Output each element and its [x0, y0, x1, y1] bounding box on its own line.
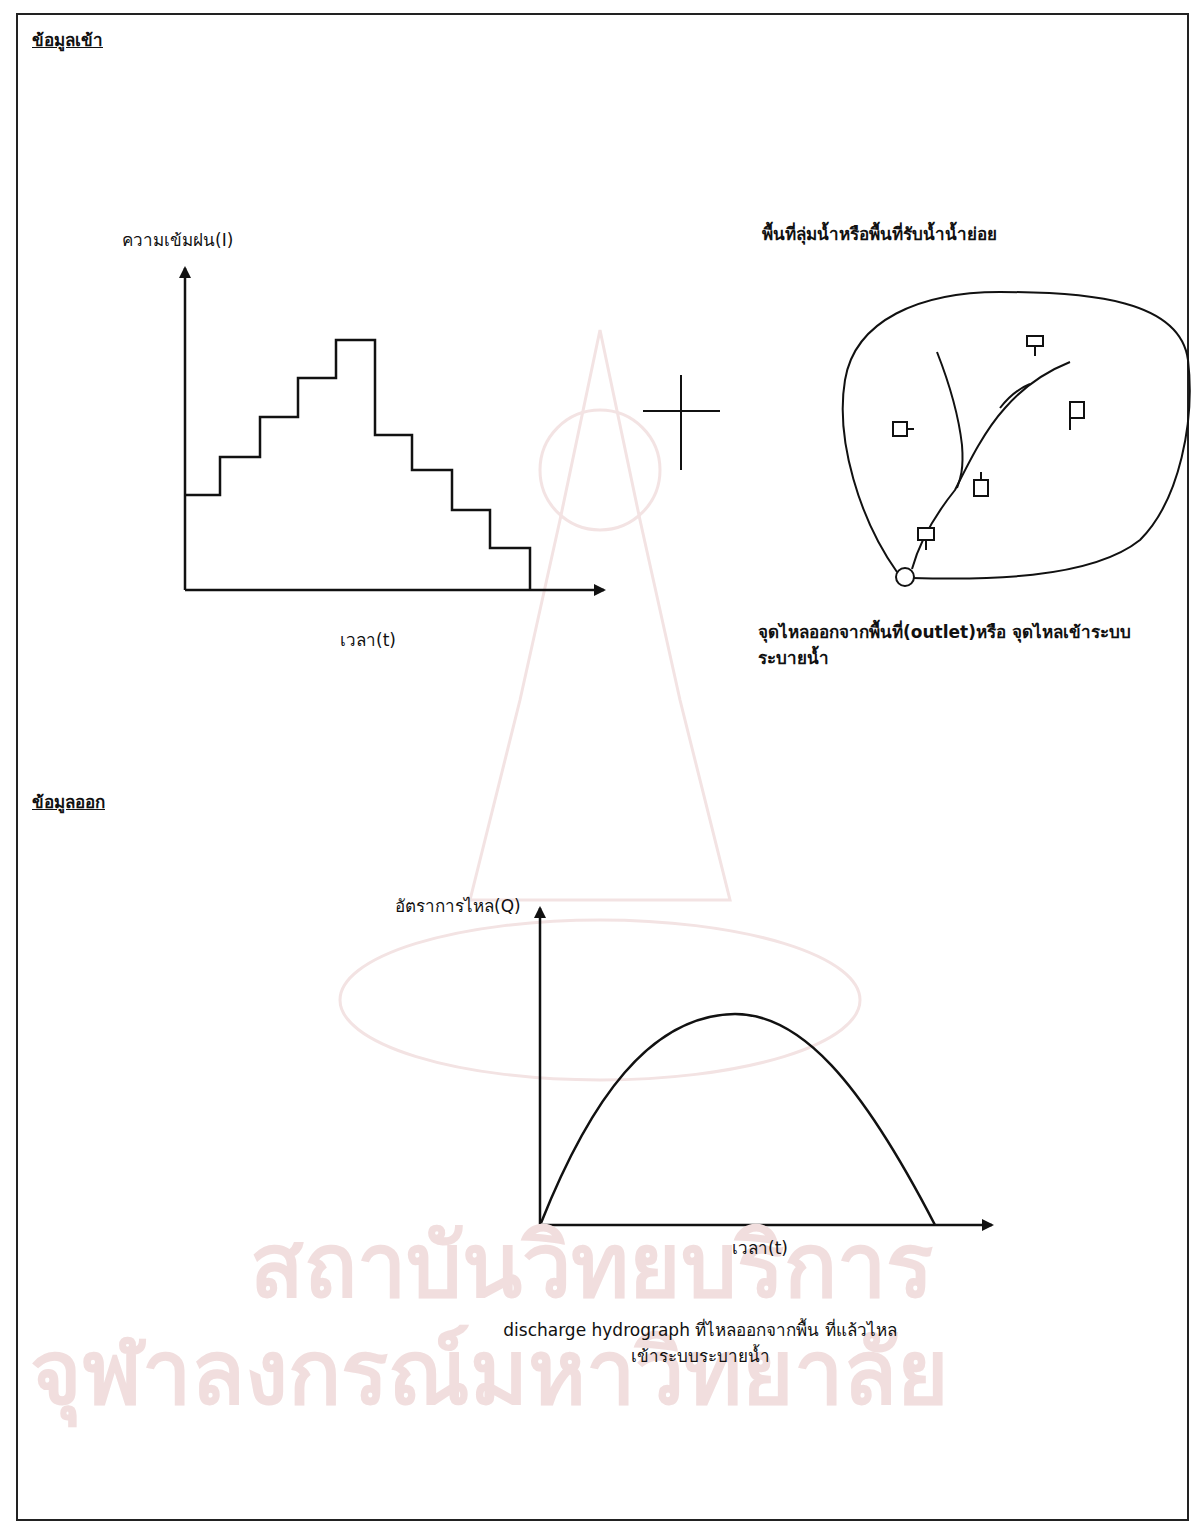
axis-label: อัตราการไหล(Q)	[395, 894, 521, 920]
section-heading: ข้อมูลออก	[32, 790, 105, 816]
crest-watermark	[340, 330, 860, 1080]
rainfall-chart	[185, 268, 604, 590]
caption: discharge hydrograph ที่ไหลออกจากพื้น ที…	[500, 1318, 900, 1369]
watershed	[843, 292, 1190, 586]
outlet-label: จุดไหลออกจากพื้นที่(outlet)หรือ จุดไหลเข…	[758, 620, 1138, 671]
region-label: พื้นที่ลุ่มน้ำหรือพื้นที่รับน้ำน้ำย่อย	[762, 222, 997, 248]
axis-label: เวลา(t)	[732, 1236, 788, 1262]
hydrograph-chart	[540, 908, 992, 1225]
watermark: สถาบันวิทยบริการ	[250, 1218, 933, 1315]
plus-sign	[643, 375, 720, 470]
axis-label: ความเข้มฝน(I)	[122, 228, 233, 254]
section-heading: ข้อมูลเข้า	[32, 28, 103, 54]
axis-label: เวลา(t)	[340, 628, 396, 654]
runoff-symbols	[893, 336, 1084, 550]
frame	[17, 14, 1188, 1520]
